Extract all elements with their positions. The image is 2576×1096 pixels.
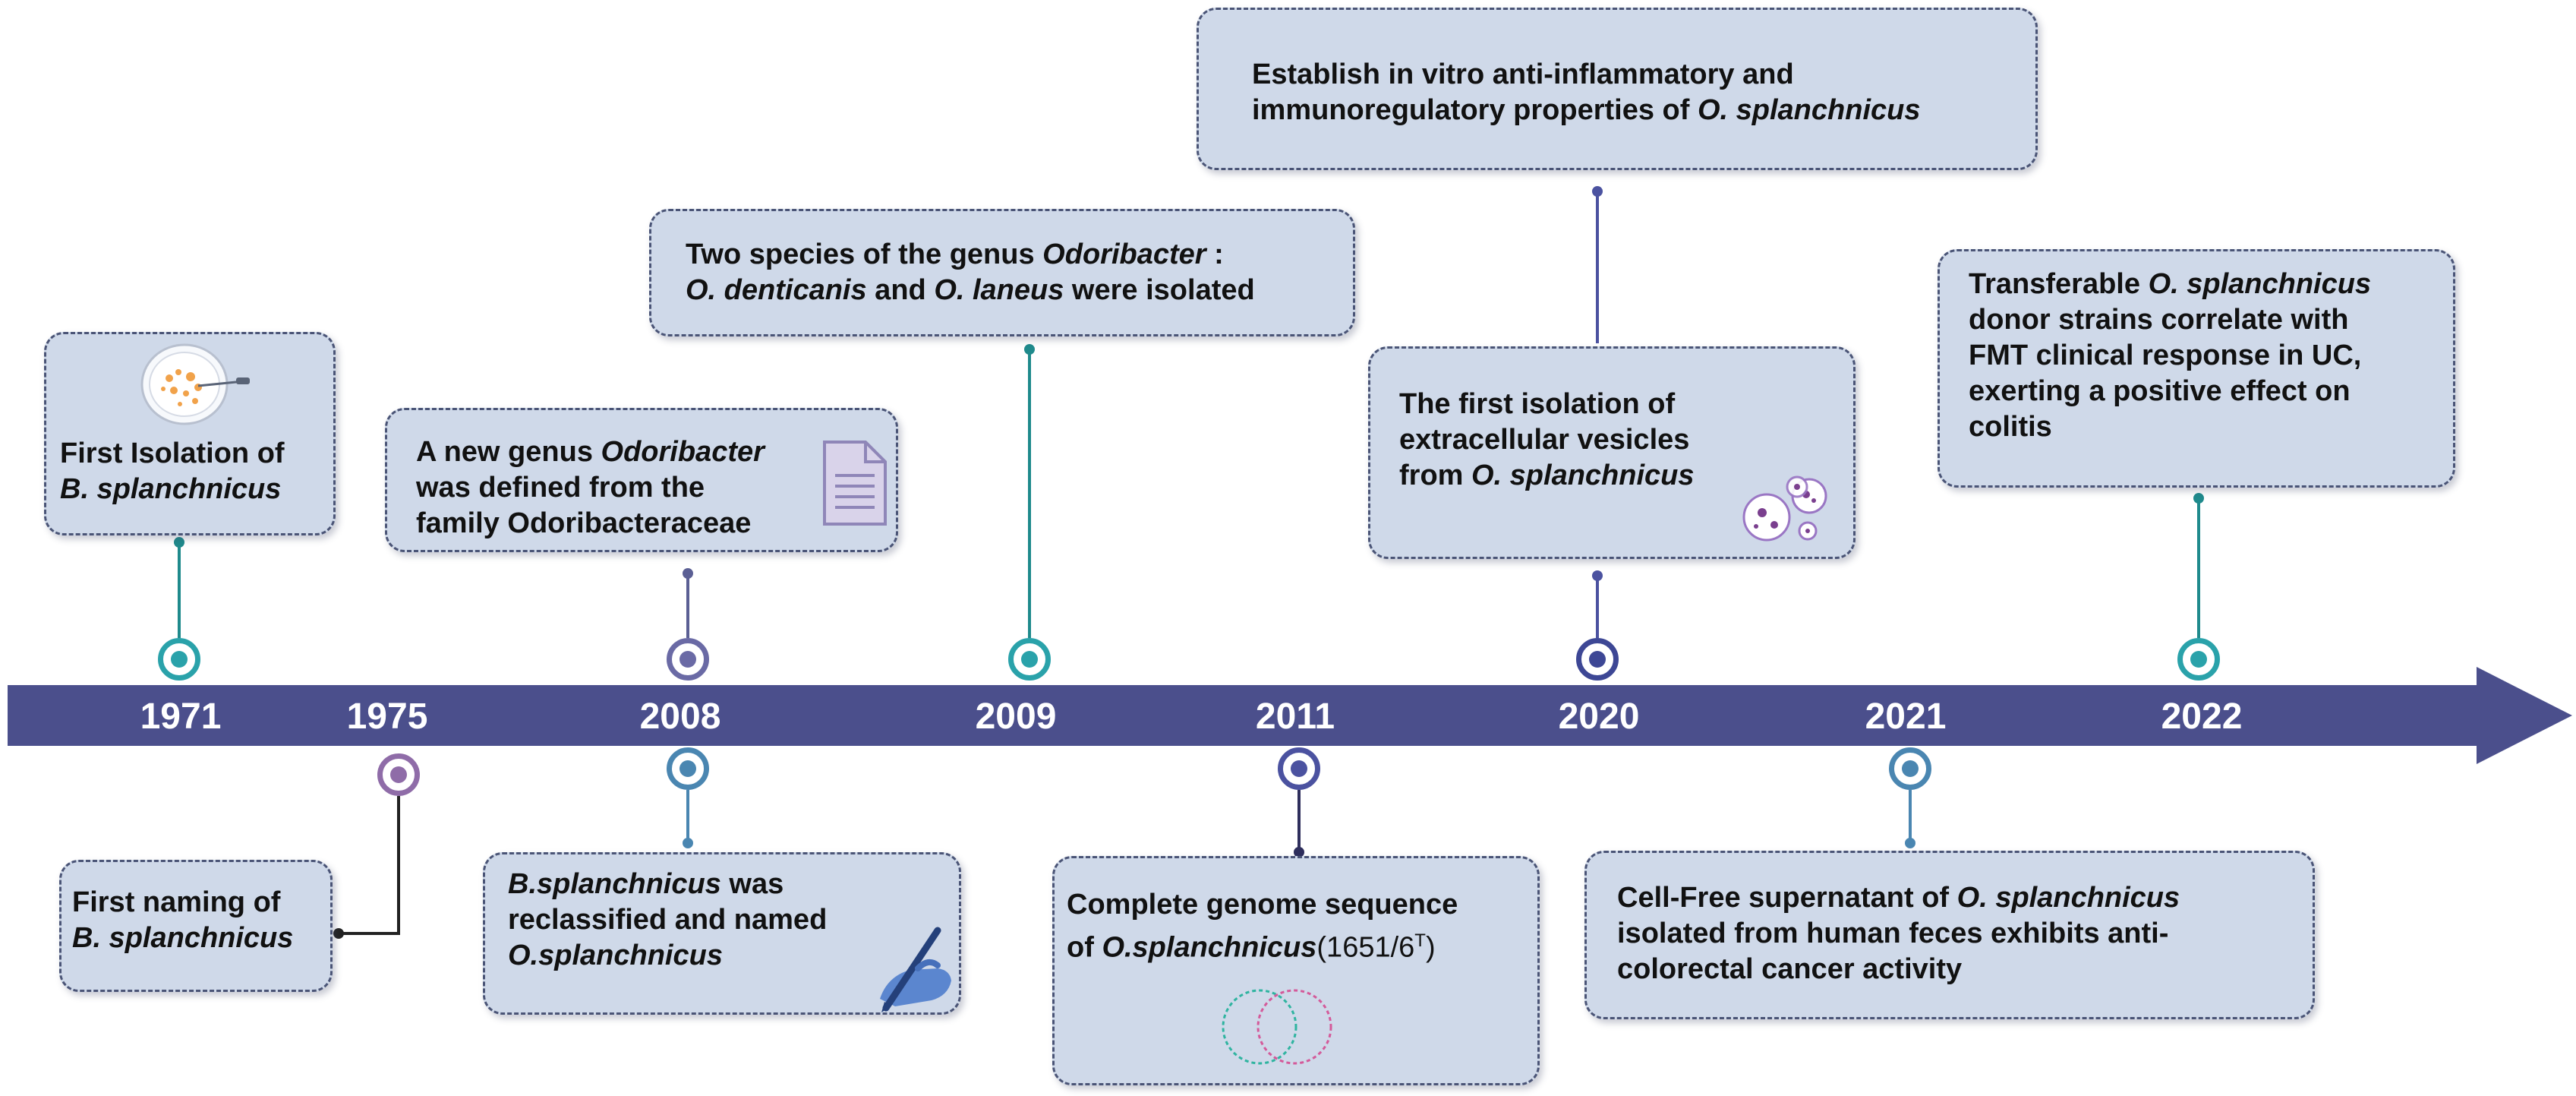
vesicles-icon (1742, 475, 1827, 542)
event-2009-line2: O. denticanis and O. laneus were isolate… (686, 274, 1255, 306)
genome-circles-icon (1222, 989, 1332, 1065)
event-1971-line2: B. splanchnicus (60, 473, 282, 505)
event-card-2008-below: B.splanchnicus was reclassified and name… (483, 852, 961, 1015)
event-card-2008-above: A new genus Odoribacter was defined from… (385, 408, 898, 552)
marker-ring-2021 (1889, 747, 1931, 790)
marker-ring-2009 (1008, 638, 1051, 681)
event-2022-line1: Transferable O. splanchnicus (1969, 268, 2372, 300)
event-2022-line3: FMT clinical response in UC, (1969, 340, 2362, 371)
year-label-1971: 1971 (140, 696, 222, 737)
year-label-2011: 2011 (1255, 696, 1335, 737)
event-2008b-line2: reclassified and named (508, 904, 828, 936)
event-2011-line1: Complete genome sequence (1067, 889, 1458, 921)
marker-ring-2008-below (667, 747, 709, 790)
event-2020a-line1: Establish in vitro anti-inflammatory and (1252, 58, 1794, 90)
event-card-1975: First naming of B. splanchnicus (59, 860, 333, 992)
year-label-1975: 1975 (346, 696, 428, 737)
marker-ring-2020 (1576, 638, 1619, 681)
marker-ring-1975 (377, 753, 420, 796)
year-label-2009: 2009 (975, 696, 1057, 737)
event-2008a-line3: family Odoribacteraceae (416, 507, 752, 539)
event-card-2009: Two species of the genus Odoribacter : O… (649, 209, 1355, 336)
marker-ring-1971 (158, 638, 200, 681)
document-icon (823, 441, 887, 526)
marker-ring-2008-above (667, 638, 709, 681)
marker-ring-2011 (1278, 747, 1320, 790)
event-2020a-line2: immunoregulatory properties of O. splanc… (1252, 94, 1921, 126)
connector-dot-2008-below (683, 838, 693, 848)
connector-dot-2020-above (1592, 570, 1603, 581)
event-card-2020-vesicles: The first isolation of extracellular ves… (1368, 346, 1856, 559)
year-label-2020: 2020 (1558, 696, 1640, 737)
event-2008a-line2: was defined from the (416, 472, 705, 504)
event-2008a-line1: A new genus Odoribacter (416, 436, 765, 468)
event-2021-line1: Cell-Free supernatant of O. splanchnicus (1617, 882, 2180, 914)
event-2009-line1: Two species of the genus Odoribacter : (686, 238, 1224, 270)
event-2008b-line3: O.splanchnicus (508, 940, 723, 971)
event-2021-line2: isolated from human feces exhibits anti- (1617, 918, 2169, 949)
year-label-2022: 2022 (2161, 696, 2243, 737)
petri-dish-icon (140, 343, 250, 425)
event-2020b-line2: extracellular vesicles (1399, 424, 1690, 456)
event-card-2021: Cell-Free supernatant of O. splanchnicus… (1584, 851, 2315, 1019)
event-1975-line1: First naming of (72, 886, 281, 918)
event-card-2022: Transferable O. splanchnicus donor strai… (1938, 249, 2455, 488)
connector-dot-2022 (2193, 493, 2204, 504)
connector-dot-1971 (174, 537, 184, 548)
connector-dot-2021 (1905, 838, 1915, 848)
event-card-2011: Complete genome sequence of O.splanchnic… (1052, 856, 1540, 1085)
event-card-2020-top: Establish in vitro anti-inflammatory and… (1197, 8, 2038, 170)
event-2020b-line1: The first isolation of (1399, 388, 1676, 420)
event-2022-line2: donor strains correlate with (1969, 304, 2349, 336)
event-1971-line1: First Isolation of (60, 437, 285, 469)
connector-dot-2008-above (683, 568, 693, 579)
connector-dot-2009 (1024, 344, 1035, 355)
event-2008b-line1: B.splanchnicus was (508, 868, 784, 900)
connector-dot-1975 (333, 928, 344, 939)
year-label-2008: 2008 (639, 696, 721, 737)
connector-1975 (339, 796, 400, 935)
event-card-1971: First Isolation of B. splanchnicus (44, 332, 336, 535)
writing-hand-icon (880, 927, 951, 1012)
event-2022-line5: colitis (1969, 411, 2052, 443)
timeline-axis-arrow (8, 667, 2572, 764)
event-2021-line3: colorectal cancer activity (1617, 953, 1963, 985)
event-2020b-line3: from O. splanchnicus (1399, 460, 1695, 491)
marker-ring-2022 (2177, 638, 2220, 681)
connector-dot-2011 (1294, 847, 1304, 858)
year-label-2021: 2021 (1865, 696, 1947, 737)
connector-dot-2020-top (1592, 186, 1603, 197)
event-1975-line2: B. splanchnicus (72, 922, 294, 954)
event-2022-line4: exerting a positive effect on (1969, 375, 2351, 407)
event-2011-line2: of O.splanchnicus(1651/6T) (1067, 930, 1436, 964)
